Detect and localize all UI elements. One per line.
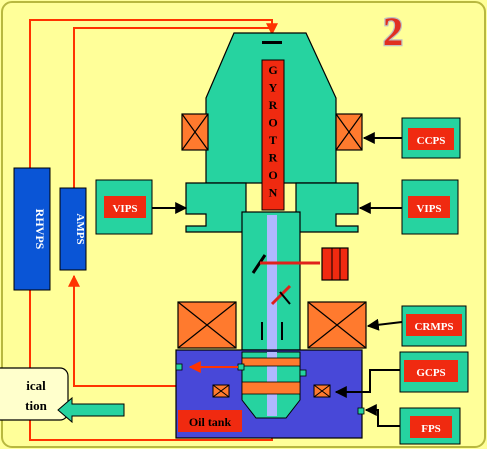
- partial-label-box: [0, 367, 69, 421]
- ccps-group: CCPS: [362, 117, 461, 159]
- gyrotron-letter: G: [268, 63, 277, 77]
- vips-right-group: VIPS: [358, 179, 459, 235]
- partial-label-line2: tion: [25, 398, 47, 413]
- internal-optics: [251, 254, 320, 340]
- crmps-label: CRMPS: [414, 321, 453, 333]
- output-window: [321, 247, 349, 281]
- oil-tank-label: Oil tank: [189, 415, 232, 429]
- slide-number: 2: [383, 9, 403, 54]
- partial-label-line1: ical: [26, 378, 46, 393]
- gyrotron-letter: R: [269, 151, 278, 165]
- gyrotron-letter: N: [269, 186, 278, 200]
- top-bar: [262, 41, 282, 44]
- gyrotron-label-box: [261, 59, 285, 211]
- fps-group: FPS: [364, 404, 461, 445]
- gyrotron-letter: T: [269, 133, 277, 147]
- vips-right-label: VIPS: [416, 203, 441, 215]
- electron-beam: [267, 215, 277, 415]
- rhvps-label: RHVPS: [33, 209, 47, 250]
- gcps-group: GCPS: [334, 351, 469, 398]
- oil-tank-label-box: [178, 410, 242, 432]
- tank-small-coils: [212, 384, 331, 398]
- amps-box: [59, 187, 87, 271]
- ccps-label: CCPS: [417, 135, 446, 147]
- tank-coil-top: [241, 357, 301, 367]
- gyrotron-letter: Y: [269, 81, 278, 95]
- output-arrow: [57, 396, 125, 424]
- amps-wire: [68, 27, 272, 387]
- gyrotron-letter: O: [268, 116, 277, 130]
- amps-label: AMPS: [74, 213, 86, 244]
- coil-boxes: [177, 113, 367, 349]
- tank-coil-mid: [241, 381, 301, 395]
- fps-label: FPS: [421, 423, 441, 435]
- crmps-group: CRMPS: [366, 305, 467, 347]
- vips-left-label: VIPS: [112, 203, 137, 215]
- gyrotron-letter: O: [268, 168, 277, 182]
- gcps-label: GCPS: [416, 367, 445, 379]
- rhvps-box: [13, 167, 51, 291]
- gyrotron-letter: R: [269, 98, 278, 112]
